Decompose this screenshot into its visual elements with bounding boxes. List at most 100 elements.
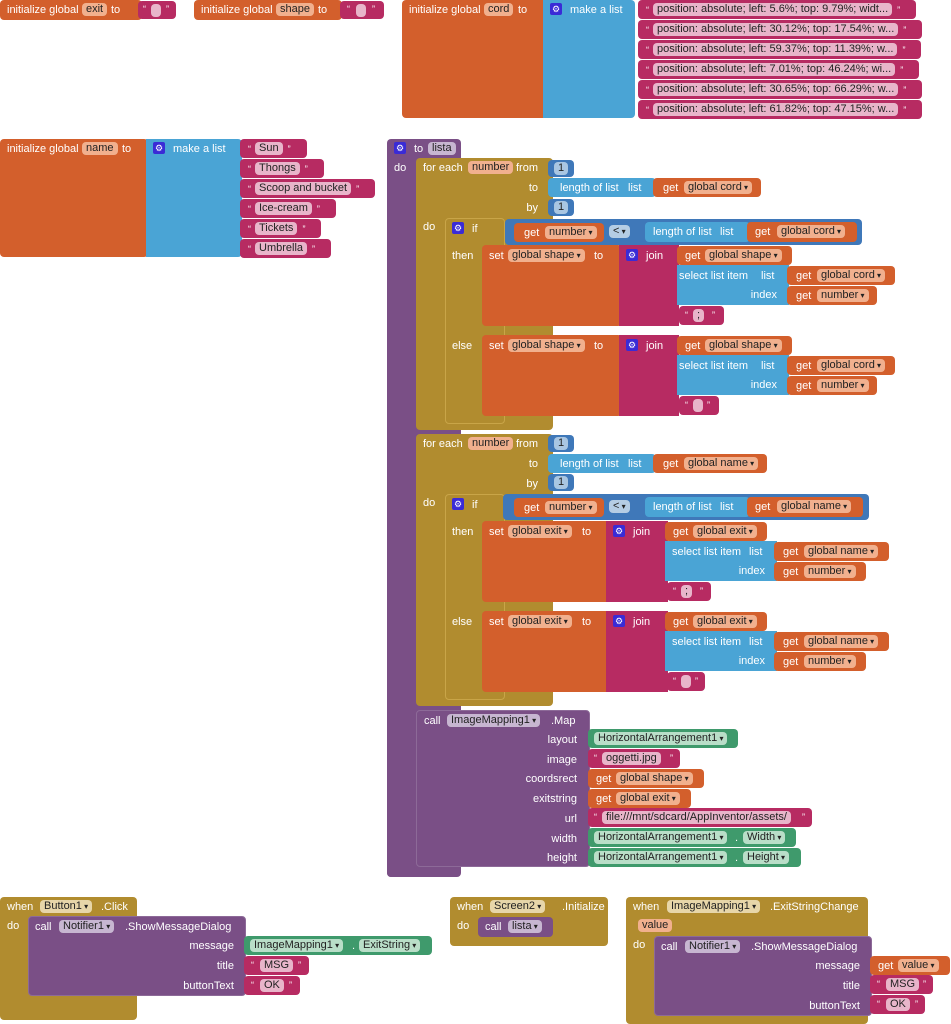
get-block[interactable]: get number <box>774 562 866 581</box>
list-item-text-block[interactable]: “Ice-cream” <box>240 199 336 218</box>
property-dropdown[interactable]: Height <box>743 851 790 864</box>
list-item-text-block[interactable]: “position: absolute; left: 30.12%; top: … <box>638 20 923 39</box>
number-field[interactable]: 1 <box>554 437 569 450</box>
loop-var-field[interactable]: number <box>468 161 514 174</box>
list-item-text-block[interactable]: “position: absolute; left: 59.37%; top: … <box>638 40 922 59</box>
select-list-item-block[interactable]: select list item list index <box>677 265 789 305</box>
number-field[interactable]: 1 <box>554 201 569 214</box>
var-name-field[interactable]: name <box>82 142 118 155</box>
list-item-text-block[interactable]: “Tickets” <box>240 219 322 238</box>
select-list-item-block[interactable]: select list item list index <box>665 631 777 671</box>
get-block[interactable]: get global name <box>774 632 889 651</box>
gear-icon[interactable]: ⚙ <box>550 3 562 15</box>
operator-dropdown[interactable]: < <box>609 500 630 513</box>
number-block[interactable]: 1 <box>548 474 574 491</box>
text-block[interactable]: “ OK ” <box>870 995 925 1014</box>
text-value-field[interactable]: Umbrella <box>255 242 308 255</box>
call-imagemapping-map-block[interactable]: call ImageMapping1 .Map layout image coo… <box>416 710 590 867</box>
number-block[interactable]: 1 <box>548 435 574 452</box>
join-block[interactable]: ⚙ join <box>606 521 668 602</box>
text-value-field[interactable]: position: absolute; left: 61.82%; top: 4… <box>653 103 899 116</box>
component-dropdown[interactable]: Screen2 <box>490 900 546 913</box>
gear-icon[interactable]: ⚙ <box>626 249 638 261</box>
var-dropdown[interactable]: number <box>545 226 597 239</box>
procedure-dropdown[interactable]: lista <box>508 920 542 933</box>
number-block[interactable]: 1 <box>548 199 574 216</box>
component-dropdown[interactable]: ImageMapping1 <box>667 900 761 913</box>
component-dropdown[interactable]: ImageMapping1 <box>447 714 541 727</box>
var-dropdown[interactable]: global cord <box>777 225 846 238</box>
text-value-field[interactable]: MSG <box>886 978 920 991</box>
text-block[interactable]: “ ” <box>138 1 176 19</box>
join-block[interactable]: ⚙ join <box>619 335 679 416</box>
component-property-block[interactable]: HorizontalArrangement1 . Width <box>588 828 796 847</box>
var-dropdown[interactable]: global shape <box>705 339 782 352</box>
set-var-block[interactable]: set global shape to <box>482 245 622 326</box>
text-value-field[interactable]: position: absolute; left: 5.6%; top: 9.7… <box>653 3 893 16</box>
length-of-list-block[interactable]: length of list list <box>548 178 656 197</box>
var-dropdown[interactable]: number <box>545 501 597 514</box>
get-block[interactable]: get global exit <box>588 789 691 808</box>
get-block[interactable]: get number <box>514 223 604 242</box>
text-value-field[interactable]: ; <box>681 585 693 598</box>
list-item-text-block[interactable]: “Sun” <box>240 139 307 158</box>
text-block[interactable]: “ ” <box>340 1 384 19</box>
var-dropdown[interactable]: global name <box>684 457 759 470</box>
list-item-text-block[interactable]: “position: absolute; left: 61.82%; top: … <box>638 100 923 119</box>
text-value-field[interactable] <box>681 675 691 688</box>
var-dropdown[interactable]: global name <box>804 545 879 558</box>
var-dropdown[interactable]: global cord <box>817 359 886 372</box>
component-dropdown[interactable]: Notifier1 <box>59 920 115 933</box>
text-value-field[interactable]: position: absolute; left: 7.01%; top: 46… <box>653 63 896 76</box>
list-item-text-block[interactable]: “Umbrella” <box>240 239 332 258</box>
set-var-block[interactable]: set global exit to <box>482 521 610 602</box>
text-value-field[interactable]: Scoop and bucket <box>255 182 352 195</box>
gear-icon[interactable]: ⚙ <box>394 142 406 154</box>
component-dropdown[interactable]: Notifier1 <box>685 940 741 953</box>
get-block[interactable]: get global exit <box>665 612 767 631</box>
make-list-block[interactable]: ⚙ make a list <box>146 139 242 257</box>
text-value-field[interactable]: OK <box>260 979 284 992</box>
get-block[interactable]: get global cord <box>653 178 761 197</box>
init-global-name-block[interactable]: initialize global name to <box>0 139 148 257</box>
get-block[interactable]: get number <box>514 498 604 517</box>
get-block[interactable]: get number <box>787 376 877 395</box>
list-item-text-block[interactable]: “Scoop and bucket” <box>240 179 376 198</box>
component-dropdown[interactable]: ImageMapping1 <box>250 939 344 952</box>
var-dropdown[interactable]: value <box>898 959 939 972</box>
var-dropdown[interactable]: number <box>817 379 869 392</box>
join-block[interactable]: ⚙ join <box>619 245 679 326</box>
get-block[interactable]: get global name <box>653 454 767 473</box>
var-name-field[interactable]: exit <box>82 3 108 16</box>
text-value-field[interactable]: OK <box>886 998 910 1011</box>
get-block[interactable]: get number <box>787 286 877 305</box>
list-item-text-block[interactable]: “Thongs” <box>240 159 324 178</box>
event-param-field[interactable]: value <box>638 919 673 932</box>
list-item-text-block[interactable]: “position: absolute; left: 7.01%; top: 4… <box>638 60 920 79</box>
join-block[interactable]: ⚙ join <box>606 611 668 692</box>
text-value-field[interactable] <box>693 399 703 412</box>
text-value-field[interactable]: Thongs <box>255 162 300 175</box>
call-notifier-block[interactable]: call Notifier1 .ShowMessageDialog messag… <box>28 916 246 996</box>
var-dropdown[interactable]: global cord <box>817 269 886 282</box>
gear-icon[interactable]: ⚙ <box>452 498 464 510</box>
text-block[interactable]: “ OK ” <box>244 976 300 995</box>
gear-icon[interactable]: ⚙ <box>153 142 165 154</box>
get-block[interactable]: get global shape <box>588 769 704 788</box>
text-block[interactable]: “ ” <box>667 672 705 691</box>
text-value-field[interactable]: position: absolute; left: 30.65%; top: 6… <box>653 83 899 96</box>
get-block[interactable]: get global exit <box>665 522 767 541</box>
var-dropdown[interactable]: global name <box>804 635 879 648</box>
var-dropdown[interactable]: number <box>804 565 856 578</box>
select-list-item-block[interactable]: select list item list index <box>677 355 789 395</box>
property-dropdown[interactable]: ExitString <box>359 939 421 952</box>
set-var-block[interactable]: set global shape to <box>482 335 622 416</box>
procedure-name-field[interactable]: lista <box>428 142 456 155</box>
component-dropdown[interactable]: Button1 <box>40 900 93 913</box>
var-dropdown[interactable]: global exit <box>616 792 680 805</box>
number-block[interactable]: 1 <box>548 160 574 177</box>
text-value-field[interactable] <box>356 4 366 17</box>
text-value-field[interactable]: Ice-cream <box>255 202 312 215</box>
get-block[interactable]: get global shape <box>677 246 792 265</box>
gear-icon[interactable]: ⚙ <box>613 615 625 627</box>
